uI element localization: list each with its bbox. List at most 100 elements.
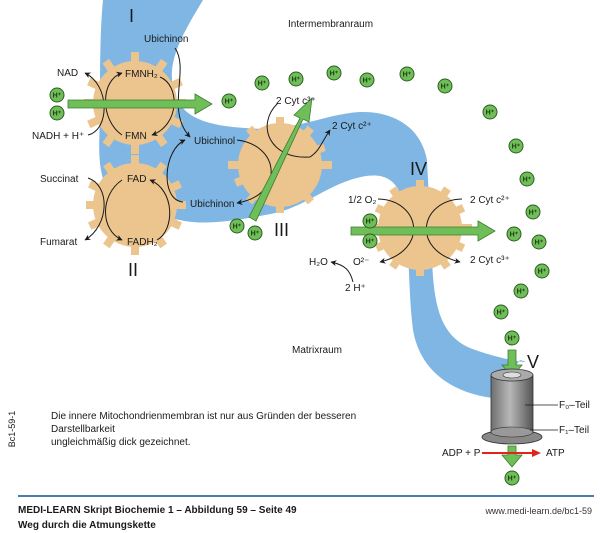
label-cyt3-III: 2 Cyt c³⁺ xyxy=(276,96,316,107)
curve-cyt2-to-cyt3-IV xyxy=(425,198,463,264)
svg-text:H⁺: H⁺ xyxy=(512,144,521,151)
proton-icon: H⁺ xyxy=(531,234,547,250)
proton-icon: H⁺ xyxy=(359,72,375,88)
label-ubichinon-I: Ubichinon xyxy=(144,34,188,45)
numeral-II: II xyxy=(128,260,138,280)
svg-text:H⁺: H⁺ xyxy=(233,224,242,231)
label-cyt2-III: 2 Cyt c²⁺ xyxy=(332,121,372,132)
proton-icon: H⁺ xyxy=(362,213,378,229)
complex-V-atp-synthase xyxy=(481,368,558,445)
proton-icon: H⁺ xyxy=(508,138,524,154)
label-fmnh2: FMNH₂ xyxy=(125,69,158,80)
proton-icon: H⁺ xyxy=(493,304,509,320)
curve-ubichinon-to-ubichinol-II xyxy=(166,139,186,203)
label-intermembrane: Intermembranraum xyxy=(288,19,373,30)
svg-text:H⁺: H⁺ xyxy=(366,219,375,226)
proton-icon: H⁺ xyxy=(534,263,550,279)
proton-icon: H⁺ xyxy=(437,78,453,94)
curve-o2-to-o2minus xyxy=(377,198,415,264)
curve-cyt3-to-cyt2-III xyxy=(266,102,331,158)
svg-text:H⁺: H⁺ xyxy=(508,476,517,483)
curve-succinat-to-fumarat xyxy=(84,177,105,241)
footer-title: MEDI-LEARN Skript Biochemie 1 – Abbildun… xyxy=(18,505,297,516)
svg-text:H⁺: H⁺ xyxy=(403,72,412,79)
proton-icon: H⁺ xyxy=(221,93,237,109)
svg-text:H⁺: H⁺ xyxy=(529,210,538,217)
numeral-IV: IV xyxy=(410,159,427,179)
label-f1: F₁–Teil xyxy=(559,425,589,436)
svg-text:H⁺: H⁺ xyxy=(366,239,375,246)
numeral-V: V xyxy=(527,352,539,372)
label-succinat: Succinat xyxy=(40,174,79,185)
curve-fadh2-to-fad xyxy=(149,179,171,241)
label-h2o: H₂O xyxy=(309,257,328,268)
curve-fad-to-fadh2 xyxy=(105,179,123,241)
svg-text:H⁺: H⁺ xyxy=(486,110,495,117)
proton-icon: H⁺ xyxy=(482,104,498,120)
label-fad: FAD xyxy=(127,174,146,185)
proton-icon: H⁺ xyxy=(525,204,541,220)
proton-icon: H⁺ xyxy=(362,233,378,249)
svg-text:H⁺: H⁺ xyxy=(330,71,339,78)
svg-text:H⁺: H⁺ xyxy=(258,81,267,88)
label-atp: ATP xyxy=(546,448,565,459)
svg-text:H⁺: H⁺ xyxy=(508,336,517,343)
label-2h: 2 H⁺ xyxy=(345,283,366,294)
svg-text:H⁺: H⁺ xyxy=(441,84,450,91)
svg-text:H⁺: H⁺ xyxy=(517,289,526,296)
proton-icon: H⁺ xyxy=(49,105,65,121)
proton-icon: H⁺ xyxy=(513,283,529,299)
arrow-complex-III xyxy=(248,96,313,222)
label-nadh: NADH + H⁺ xyxy=(32,131,84,142)
svg-text:H⁺: H⁺ xyxy=(497,310,506,317)
label-ubichinon-II: Ubichinon xyxy=(190,199,234,210)
svg-text:H⁺: H⁺ xyxy=(523,177,532,184)
proton-icon: H⁺ xyxy=(504,470,520,486)
label-half-o2: 1/2 O₂ xyxy=(348,195,376,206)
footer-url[interactable]: www.medi-learn.de/bc1-59 xyxy=(485,506,592,516)
svg-text:H⁺: H⁺ xyxy=(535,240,544,247)
proton-icon: H⁺ xyxy=(504,330,520,346)
label-ubichinol: Ubichinol xyxy=(194,136,235,147)
label-fumarat: Fumarat xyxy=(40,237,77,248)
footer-subtitle: Weg durch die Atmungskette xyxy=(18,520,156,531)
label-adp: ADP + P xyxy=(442,448,481,459)
proton-icon: H⁺ xyxy=(254,75,270,91)
proton-icon: H⁺ xyxy=(506,226,522,242)
curve-ubichinon-to-ubichinol-I xyxy=(174,47,191,138)
arrow-complex-V-out xyxy=(501,445,523,468)
label-fadh2: FADH₂ xyxy=(127,237,158,248)
caption-line-2: ungleichmäßig dick gezeichnet. xyxy=(51,437,191,448)
proton-icon: H⁺ xyxy=(288,71,304,87)
label-fmn: FMN xyxy=(125,131,147,142)
curve-ubichinol-to-ubichinon xyxy=(236,139,272,206)
label-o2minus: O²⁻ xyxy=(353,257,369,268)
proton-icon: H⁺ xyxy=(49,87,65,103)
label-f0: F₀–Teil xyxy=(559,400,590,411)
figure-code: Bc1-59-1 xyxy=(7,410,17,448)
label-matrix: Matrixraum xyxy=(292,345,342,356)
numeral-III: III xyxy=(274,220,289,240)
svg-text:H⁺: H⁺ xyxy=(225,99,234,106)
svg-text:H⁺: H⁺ xyxy=(53,111,62,118)
svg-text:H⁺: H⁺ xyxy=(538,269,547,276)
svg-text:H⁺: H⁺ xyxy=(292,77,301,84)
proton-icon: H⁺ xyxy=(326,65,342,81)
proton-icon: H⁺ xyxy=(229,218,245,234)
svg-text:H⁺: H⁺ xyxy=(510,232,519,239)
label-cyt3-IV: 2 Cyt c³⁺ xyxy=(470,255,510,266)
curve-2h-to-h2o xyxy=(330,260,354,283)
proton-icon: H⁺ xyxy=(247,225,263,241)
svg-text:H⁺: H⁺ xyxy=(363,78,372,85)
label-cyt2-IV: 2 Cyt c²⁺ xyxy=(470,195,510,206)
proton-icon: H⁺ xyxy=(399,66,415,82)
numeral-I: I xyxy=(129,6,134,26)
footer-divider xyxy=(18,495,594,497)
svg-text:H⁺: H⁺ xyxy=(53,93,62,100)
label-nad: NAD xyxy=(57,68,78,79)
proton-group: H⁺ H⁺ H⁺ H⁺ H⁺ H⁺ H⁺ H⁺ H⁺ H⁺ H⁺ H⁺ H⁺ H⁺ H⁺ H⁺ H⁺ H⁺ H⁺ H⁺… xyxy=(49,65,550,486)
caption-line-1: Die innere Mitochondrienmembran ist nur … xyxy=(51,411,357,435)
svg-text:H⁺: H⁺ xyxy=(251,231,260,238)
inner-membrane xyxy=(99,0,526,398)
